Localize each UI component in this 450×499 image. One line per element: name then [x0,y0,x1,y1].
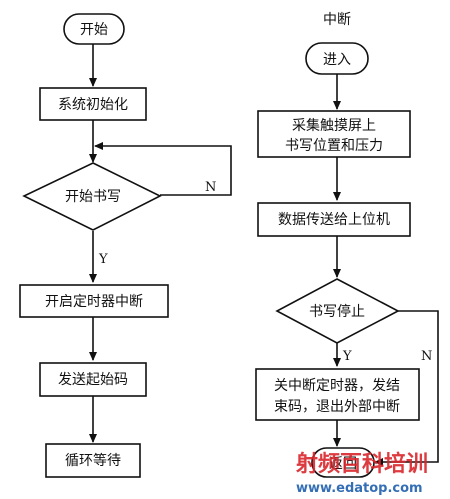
edge-decision-no-return [374,310,439,466]
loop-wait-label: 循环等待 [65,452,121,469]
right-decision-yes-label: Y [342,349,352,364]
edge-decision-no-loop [94,142,232,196]
stop-process [255,368,420,421]
writing-stopped-decision [275,278,400,344]
left-flow: 开始 系统初始化 开始书写 N Y 开启定时器中断 发送起始码 循环等待 [19,13,232,478]
timer-label: 开启定时器中断 [45,294,143,310]
stop-label-line1: 关中断定时器，发结 [274,378,400,394]
start-writing-label: 开始书写 [65,189,121,205]
start-writing-decision [22,162,162,231]
stop-label-line2: 束码，退出外部中断 [274,399,400,415]
start-terminal [63,13,125,45]
loop-wait-process [45,443,141,478]
collect-label-line1: 采集触摸屏上 [292,117,376,134]
timer-process [19,284,169,318]
watermark: 射频百科培训 www.edatop.com [295,451,428,496]
watermark-logo-text: 射频百科培训 [295,451,428,477]
enter-terminal [305,42,369,75]
watermark-url: www.edatop.com [296,481,423,496]
right-flow: 中断 进入 采集触摸屏上 书写位置和压力 数据传送给上位机 书写停止 Y N 关… [255,12,439,478]
writing-stopped-label: 书写停止 [309,303,365,320]
decision-no-label: N [205,180,216,195]
collect-label-line2: 书写位置和压力 [285,138,383,154]
enter-label: 进入 [323,52,351,68]
send-start-code-process [39,362,147,397]
collect-process [257,110,411,158]
return-terminal [311,447,375,478]
transmit-label: 数据传送给上位机 [278,212,390,228]
right-decision-no-label: N [421,349,432,364]
init-process [39,87,147,121]
init-label: 系统初始化 [58,96,128,113]
send-start-code-label: 发送起始码 [58,372,128,388]
start-label: 开始 [80,22,108,38]
interrupt-title: 中断 [323,12,351,28]
return-label: 返回 [329,456,357,472]
decision-yes-label: Y [98,252,108,267]
transmit-process [257,202,411,237]
